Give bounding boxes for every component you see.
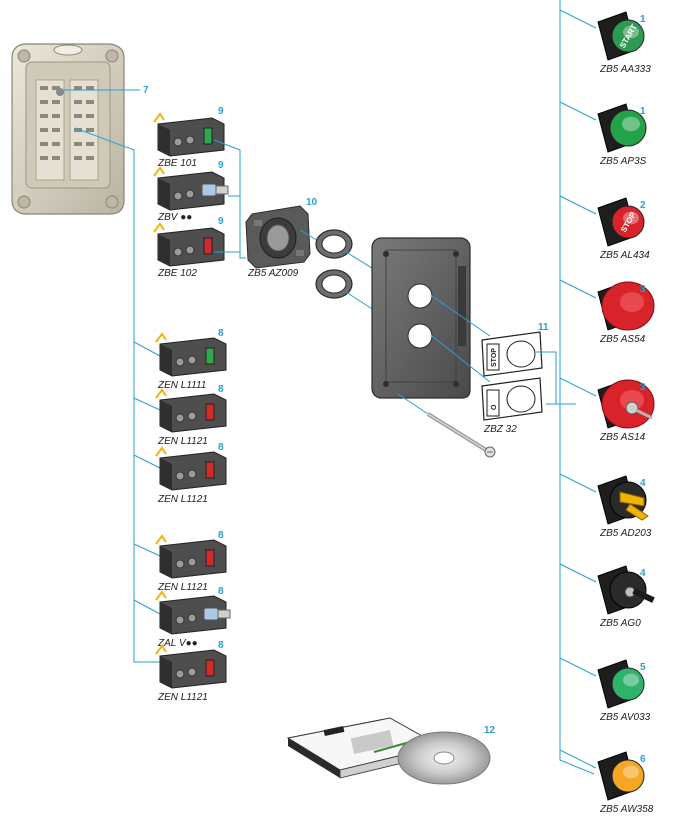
operator-callout-9: 6 xyxy=(640,754,646,765)
contact-block-3 xyxy=(155,446,227,491)
leader-operator-2 xyxy=(559,101,597,121)
enclosure-base xyxy=(11,43,125,215)
leader-trunk-right xyxy=(559,0,595,775)
contact-block-1 xyxy=(155,332,227,377)
operator-pilot-8 xyxy=(597,659,645,709)
contact-block-callout-1: 8 xyxy=(218,328,224,339)
contact-block-2 xyxy=(155,388,227,433)
leader-operator-4 xyxy=(559,279,597,299)
top-block-callout-2: 9 xyxy=(218,160,224,171)
legend-holder-o: O xyxy=(481,377,543,421)
callout-7: 7 xyxy=(143,85,149,96)
top-block-2 xyxy=(153,166,229,211)
operator-callout-5: 3 xyxy=(640,382,646,393)
contact-block-label-4: ZEN L1121 xyxy=(157,582,208,593)
operator-label-2: ZB5 AP3S xyxy=(599,156,647,167)
top-block-1 xyxy=(153,112,225,157)
leader-operator-6 xyxy=(559,473,597,493)
documentation-cd xyxy=(286,717,491,785)
operator-callout-8: 5 xyxy=(640,662,646,673)
top-block-callout-1: 9 xyxy=(218,106,224,117)
leader-operator-5 xyxy=(559,377,597,397)
operator-callout-6: 4 xyxy=(640,478,646,489)
contact-block-callout-4: 8 xyxy=(218,530,224,541)
leader-trunk-left xyxy=(74,127,160,663)
callout-10: 10 xyxy=(306,197,318,208)
top-block-callout-3: 9 xyxy=(218,216,224,227)
operator-label-9: ZB5 AW358 xyxy=(599,804,654,815)
operator-flush-3: STOP xyxy=(597,197,645,247)
operator-callout-3: 2 xyxy=(640,200,646,211)
leader-branch-1 xyxy=(133,341,161,357)
leader-operator-9 xyxy=(559,749,597,769)
operator-mushroom-small-2 xyxy=(597,103,647,153)
contact-block-label-2: ZEN L1121 xyxy=(157,436,208,447)
leader-9a xyxy=(213,139,246,259)
empty-enclosure xyxy=(371,237,471,399)
operator-key-7 xyxy=(597,565,655,615)
callout-11: 11 xyxy=(538,322,549,333)
leader-operator-1 xyxy=(559,9,597,29)
fixing-collar xyxy=(245,205,311,269)
top-block-label-3: ZBE 102 xyxy=(157,268,197,279)
sealing-ring-upper xyxy=(315,229,353,259)
contact-block-label-3: ZEN L1121 xyxy=(157,494,208,505)
contact-block-5 xyxy=(155,590,231,635)
leader-screw xyxy=(397,393,429,415)
operator-mushroom-large-4 xyxy=(597,281,655,331)
legend-text-o: O xyxy=(491,404,498,410)
operator-flush-1: START xyxy=(597,11,645,61)
operator-label-3: ZB5 AL434 xyxy=(599,250,650,261)
operator-callout-2: 1 xyxy=(640,106,646,117)
operator-label-1: ZB5 AA333 xyxy=(599,64,651,75)
contact-block-callout-5: 8 xyxy=(218,586,224,597)
legend-holder-stop: STOP xyxy=(481,331,543,377)
operator-mushroom-key-5 xyxy=(597,379,655,429)
leader-branch-2 xyxy=(133,397,161,411)
operator-label-4: ZB5 AS54 xyxy=(599,334,646,345)
operator-label-6: ZB5 AD203 xyxy=(599,528,652,539)
contact-block-callout-6: 8 xyxy=(218,640,224,651)
contact-block-label-1: ZEN L1111 xyxy=(157,380,206,391)
operator-callout-1: 1 xyxy=(640,14,646,25)
contact-block-callout-3: 8 xyxy=(218,442,224,453)
legend-text-stop: STOP xyxy=(491,348,498,367)
right-branches-group xyxy=(559,9,597,769)
top-block-label-2: ZBV ●● xyxy=(157,212,192,223)
leader-operator-8 xyxy=(559,657,597,677)
leader-encl-legend-1 xyxy=(431,295,491,337)
top-block-3 xyxy=(153,222,225,267)
fixing-screw xyxy=(426,412,496,458)
operator-callout-4: 3 xyxy=(640,284,646,295)
sealing-ring-lower xyxy=(315,269,353,299)
operator-pilot-9 xyxy=(597,751,645,801)
label-fixing-collar: ZB5 AZ009 xyxy=(247,268,299,279)
contact-block-label-5: ZAL V●● xyxy=(157,638,198,649)
operator-selector-6 xyxy=(597,475,649,525)
leader-branch-4 xyxy=(133,543,161,557)
leader-encl-legend-2 xyxy=(431,335,491,383)
contact-block-4 xyxy=(155,534,227,579)
label-legend-holder: ZBZ 32 xyxy=(483,424,517,435)
operator-callout-7: 4 xyxy=(640,568,646,579)
contact-block-callout-2: 8 xyxy=(218,384,224,395)
operator-label-8: ZB5 AV033 xyxy=(599,712,651,723)
leader-branch-5 xyxy=(133,599,161,615)
leader-operator-7 xyxy=(559,563,597,583)
top-block-label-1: ZBE 101 xyxy=(157,158,197,169)
operator-label-7: ZB5 AG0 xyxy=(599,618,641,629)
leader-operator-3 xyxy=(559,195,597,215)
callout-12: 12 xyxy=(484,725,496,736)
contact-block-6 xyxy=(155,644,227,689)
leader-branch-3 xyxy=(133,454,161,469)
contact-block-label-6: ZEN L1121 xyxy=(157,692,208,703)
operator-label-5: ZB5 AS14 xyxy=(599,432,646,443)
